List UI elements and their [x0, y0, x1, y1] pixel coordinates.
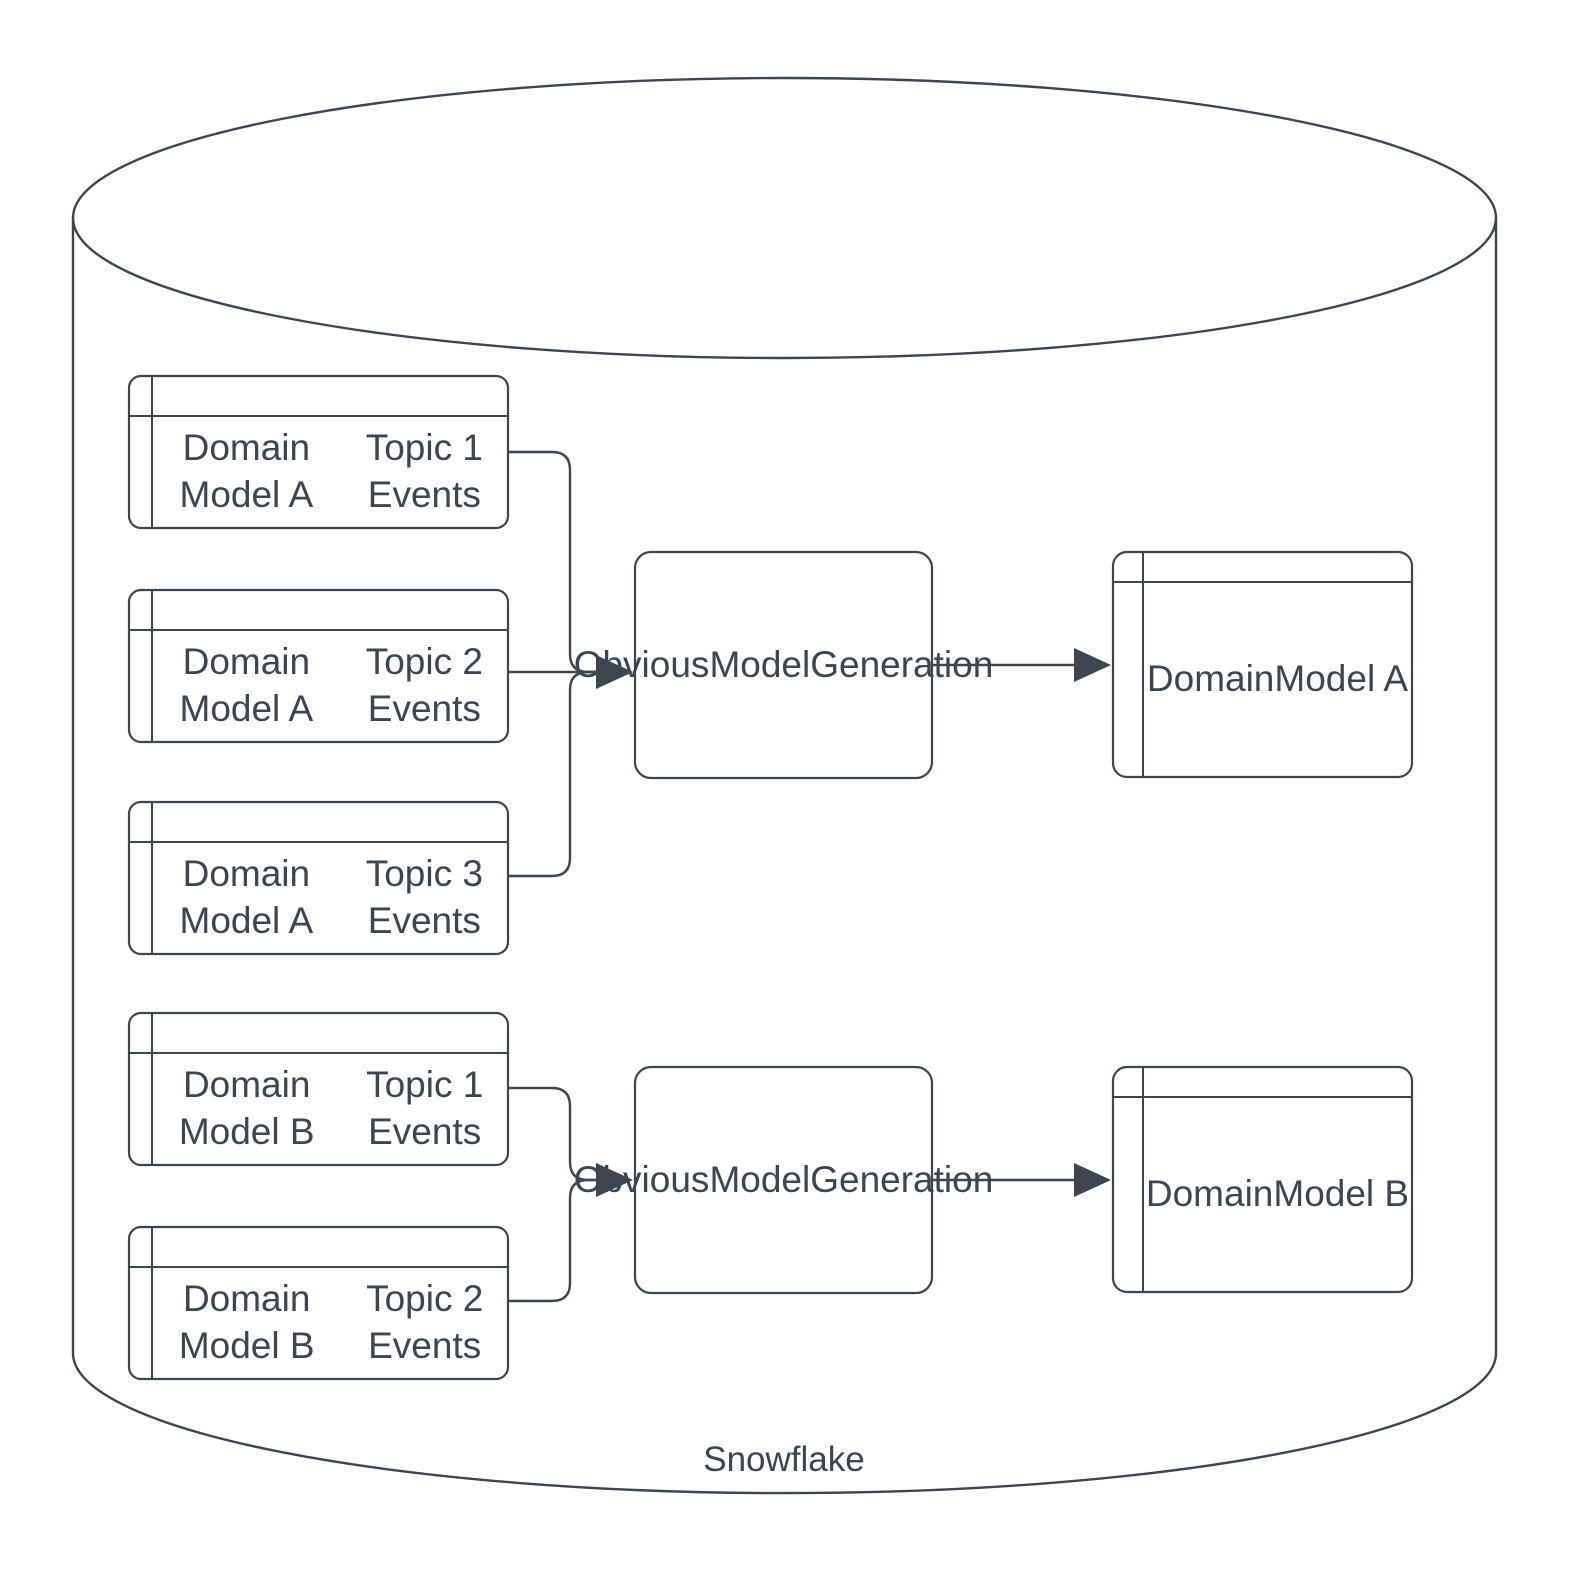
- connector-a3: [508, 670, 606, 878]
- snowflake-cylinder: [71, 76, 1498, 1495]
- table-outline: [1111, 1065, 1414, 1294]
- table-outline: [127, 1011, 510, 1167]
- source-table-a3[interactable]: [127, 800, 510, 956]
- arrowhead-into-out-b: [1074, 1163, 1111, 1197]
- source-table-a2[interactable]: [127, 588, 510, 744]
- connectors-group-a: [508, 450, 1111, 878]
- process-outline: [633, 1065, 934, 1295]
- cylinder-top-ellipse: [71, 76, 1498, 360]
- table-outline: [127, 800, 510, 956]
- process-box-a[interactable]: [633, 550, 934, 780]
- arrowhead-into-proc-a: [596, 655, 633, 689]
- source-table-b1[interactable]: [127, 1011, 510, 1167]
- process-outline: [633, 550, 934, 780]
- arrowhead-into-proc-b: [596, 1163, 633, 1197]
- source-table-b2[interactable]: [127, 1225, 510, 1381]
- output-table-b[interactable]: [1111, 1065, 1414, 1294]
- table-outline: [1111, 550, 1414, 779]
- process-box-b[interactable]: [633, 1065, 934, 1295]
- table-outline: [127, 588, 510, 744]
- connector-b1: [508, 1086, 606, 1182]
- output-table-a[interactable]: [1111, 550, 1414, 779]
- cylinder-body: [71, 216, 1498, 1495]
- table-outline: [127, 374, 510, 530]
- arrowhead-into-out-a: [1074, 648, 1111, 682]
- connector-a1: [508, 450, 606, 674]
- connector-b2: [508, 1178, 606, 1303]
- table-outline: [127, 1225, 510, 1381]
- connectors-group-b: [508, 1086, 1111, 1303]
- source-table-a1[interactable]: [127, 374, 510, 530]
